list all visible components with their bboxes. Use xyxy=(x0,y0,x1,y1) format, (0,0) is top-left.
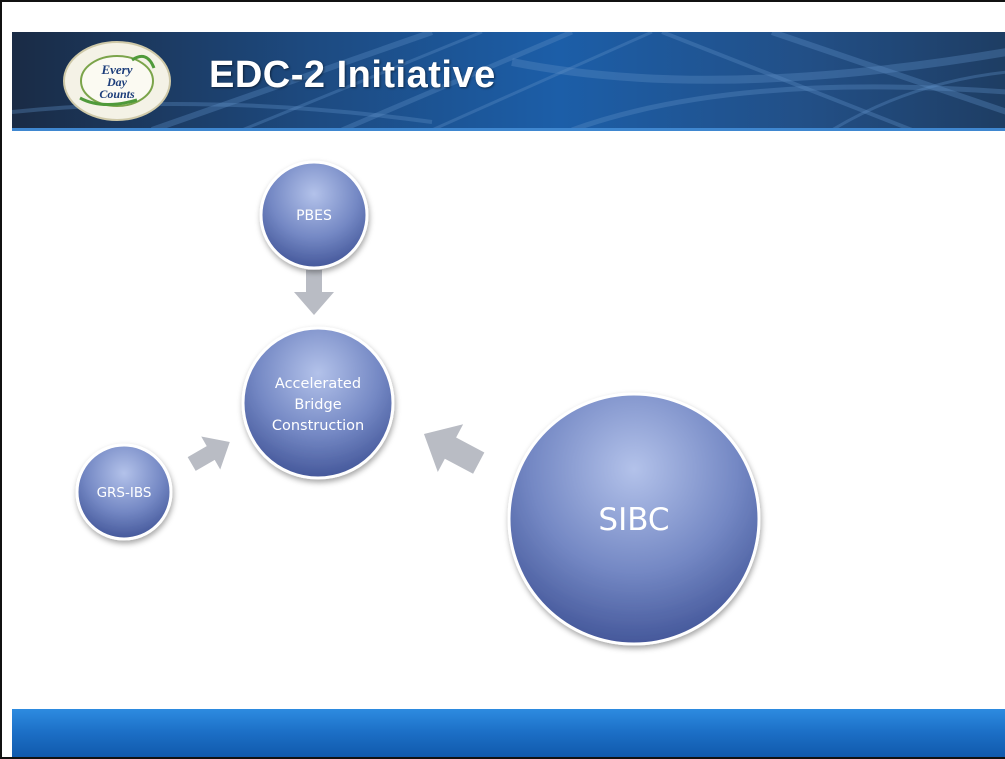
logo-word-every: Every xyxy=(100,62,132,77)
node-label-abc-line2: Bridge xyxy=(294,397,341,413)
node-label-abc-line3: Construction xyxy=(272,418,364,434)
node-label-abc-line1: Accelerated xyxy=(275,376,361,392)
arrow-sibc-to-abc xyxy=(423,424,485,474)
logo-word-counts: Counts xyxy=(99,87,135,101)
header-banner: Every Day Counts EDC-2 Initiative xyxy=(12,32,1005,130)
node-sibc: SIBC xyxy=(507,392,761,646)
logo-word-day: Day xyxy=(106,75,128,89)
arrow-pbes-to-abc xyxy=(294,270,334,315)
every-day-counts-logo: Every Day Counts xyxy=(63,41,171,121)
node-abc: Accelerated Bridge Construction xyxy=(241,326,395,480)
footer-bar xyxy=(12,709,1005,757)
node-label-grs-ibs: GRS-IBS xyxy=(97,485,152,501)
arrow-grs-to-abc xyxy=(187,436,230,471)
banner-texture xyxy=(12,32,1005,130)
node-label-pbes: PBES xyxy=(296,208,332,224)
slide-title: EDC-2 Initiative xyxy=(209,54,496,96)
node-grs-ibs: GRS-IBS xyxy=(75,443,173,541)
node-pbes: PBES xyxy=(259,160,369,270)
node-label-sibc: SIBC xyxy=(598,502,669,538)
banner-rule xyxy=(12,128,1005,131)
